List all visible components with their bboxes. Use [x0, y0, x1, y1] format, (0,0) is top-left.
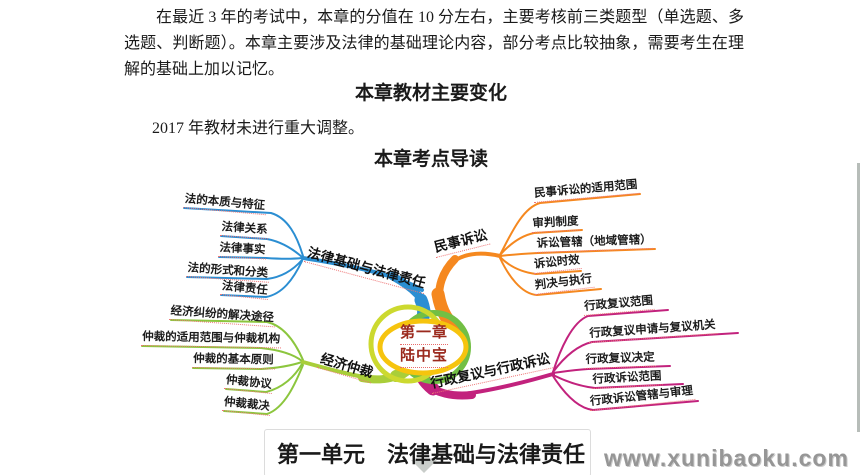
unit-heading: 第一单元 法律基础与法律责任: [276, 442, 585, 467]
mindmap-leaf: 行政复议决定: [584, 350, 656, 369]
mindmap-branch-lines: [141, 193, 739, 416]
mindmap-leaf: 仲裁的基本原则: [192, 352, 275, 370]
mindmap-center-node: 第一章 陆中宝: [381, 322, 467, 368]
center-node-line2: 陆中宝: [399, 345, 448, 368]
mindmap-leaf: 法律事实: [218, 241, 267, 260]
heading-exam-points-guide: 本章考点导读: [373, 149, 488, 170]
watermark: www.xunibaoku.com: [604, 445, 849, 471]
textbook-changes-body: 2017 年教材未进行重大调整。: [152, 120, 365, 137]
mindmap-leaf: 法律关系: [220, 220, 269, 240]
intro-paragraph: 在最近 3 年的考试中，本章的分值在 10 分左右，主要考核前三类题型（单选题、…: [124, 9, 744, 78]
hub-ellipse: [377, 318, 469, 376]
down-arrow-icon: [411, 460, 437, 473]
center-node-line1: 第一章: [399, 322, 448, 345]
branch-lines-admin-review: [552, 309, 739, 412]
branch-lines-civil-litigation: [499, 193, 656, 297]
mindmap-leaf: 审判制度: [531, 214, 580, 233]
heading-textbook-changes: 本章教材主要变化: [354, 83, 507, 104]
mindmap-leaf: 仲裁的适用范围与仲裁机构: [141, 330, 282, 349]
page-edge-line: [857, 163, 860, 432]
branch-lines-law-basis: [183, 207, 304, 299]
branch-lines-arbitration: [141, 319, 304, 416]
